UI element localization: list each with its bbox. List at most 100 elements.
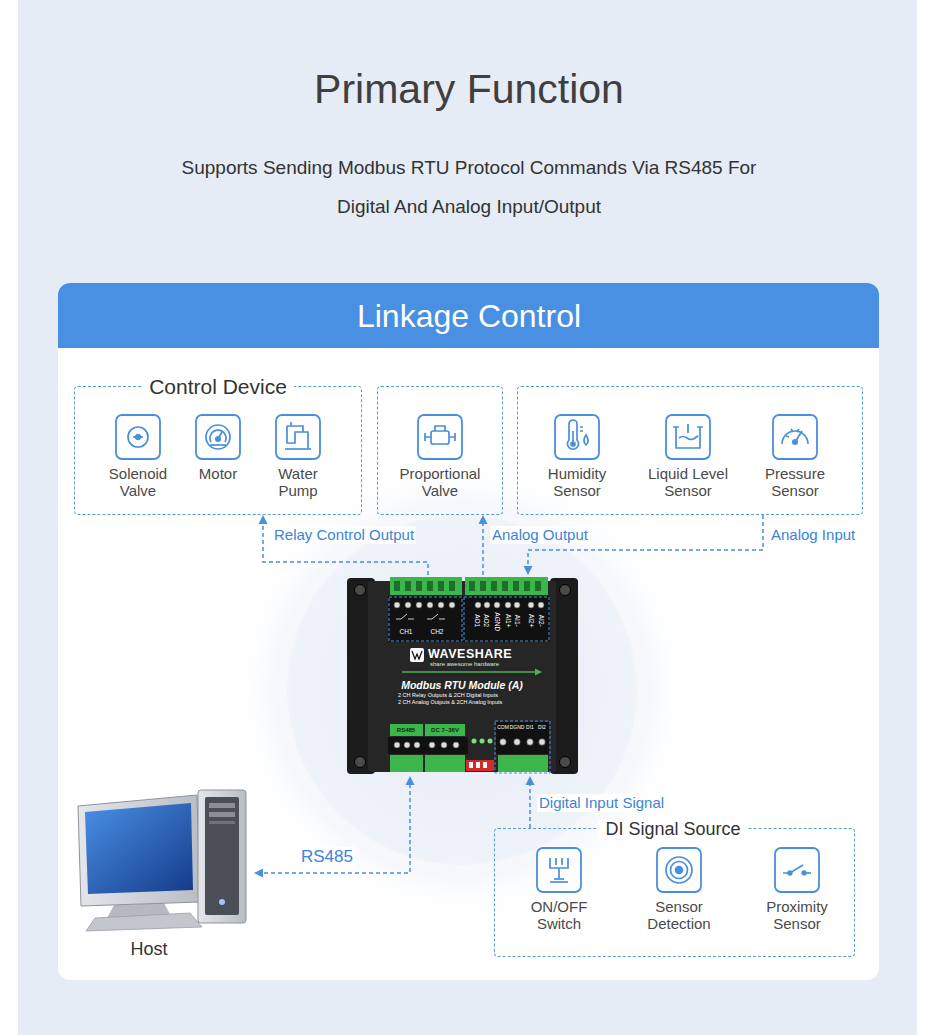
band-title: Linkage Control — [357, 298, 581, 335]
text-holder: AI1- — [513, 615, 520, 627]
on-off-switch-icon-part — [537, 848, 581, 892]
modbus-module-part — [483, 762, 487, 768]
connector — [259, 515, 429, 575]
host-computer-part — [209, 803, 235, 808]
modbus-module-part — [535, 669, 542, 676]
connector-line — [263, 523, 428, 575]
modbus-module-part-part — [505, 602, 511, 608]
connector-line — [262, 784, 410, 873]
modbus-module-part — [368, 581, 556, 772]
modbus-module-part — [476, 762, 480, 768]
on-off-switch-icon-part — [556, 858, 562, 865]
module-spec: 2 CH Analog Outputs & 2CH Analog Inputs — [398, 699, 502, 705]
on-off-switch-icon-part — [554, 878, 564, 880]
text-holder: Analog Output — [490, 526, 590, 543]
host-computer — [78, 790, 246, 931]
humidity-sensor-icon — [555, 415, 599, 459]
device-item: Solenoid Valve — [97, 413, 179, 510]
modbus-module-part — [480, 739, 485, 744]
sensor-detection-icon-part — [666, 857, 692, 883]
modbus-module-part-part — [449, 581, 455, 591]
modbus-module-part-part — [513, 581, 519, 591]
device-label: ON/OFF Switch — [518, 898, 600, 932]
solenoid-valve-icon-part — [133, 436, 143, 438]
host-computer-part — [209, 821, 235, 824]
arrowhead — [526, 776, 535, 785]
modbus-module-part — [500, 739, 545, 745]
modbus-module-part — [355, 757, 366, 768]
device-item: Liquid Level Sensor — [635, 413, 741, 510]
host-computer-part — [78, 795, 200, 906]
on-off-switch-icon-part — [558, 868, 560, 879]
host-label: Host — [130, 939, 167, 960]
modbus-module-part-part — [491, 581, 497, 591]
proximity-sensor-icon-part — [804, 872, 811, 874]
pin-label: AI2+ — [527, 614, 534, 628]
text-holder: DI Signal Source — [598, 819, 747, 840]
text-holder: AI1+ — [504, 614, 511, 628]
modbus-module — [347, 577, 578, 774]
text-holder: 2 CH Analog Outputs & 2CH Analog Inputs — [398, 699, 502, 705]
modbus-module-part — [388, 737, 468, 754]
connector — [254, 776, 415, 878]
group-box: Humidity SensorLiquid Level SensorPressu… — [517, 386, 863, 515]
pin-label: AO2 — [483, 614, 490, 627]
glow-part — [282, 510, 642, 870]
liquid-level-sensor-icon-part — [687, 424, 689, 433]
modbus-module-part-part — [480, 581, 486, 591]
connector-line — [482, 523, 484, 575]
brand-slogan: share awesome hardware — [430, 661, 499, 668]
modbus-module-part — [347, 578, 375, 774]
host-computer-part — [219, 899, 225, 905]
modbus-module-part — [488, 739, 493, 744]
modbus-module-part-part — [500, 739, 506, 745]
device-label: Proportional Valve — [390, 465, 490, 499]
arrowhead — [406, 776, 415, 785]
text-holder: Analog Input — [769, 526, 857, 543]
text-holder: AGND — [493, 613, 500, 632]
device-label: Proximity Sensor — [753, 898, 841, 932]
group-heading: DI Signal Source — [598, 819, 747, 840]
modbus-module-part — [466, 760, 494, 771]
modbus-module-part-part — [502, 581, 508, 591]
pin-label: AI1- — [513, 615, 520, 627]
modbus-module-part — [390, 724, 423, 736]
pin-label: AI2- — [537, 615, 544, 627]
modbus-module-part — [402, 671, 535, 673]
modbus-module-part-part — [414, 742, 420, 748]
text-holder: ON/OFF Switch — [518, 898, 600, 932]
modbus-module-part — [388, 596, 550, 642]
modbus-module-part — [412, 651, 422, 659]
water-pump-icon — [276, 415, 320, 459]
modbus-module-part-part — [438, 581, 444, 591]
pressure-sensor-icon-part — [795, 431, 802, 442]
modbus-module-part-part — [404, 742, 410, 748]
proximity-sensor-icon-part — [802, 871, 806, 875]
text-holder: Host — [130, 939, 167, 960]
modbus-module-part — [410, 648, 424, 662]
text-holder: WAVESHARE — [428, 647, 512, 661]
motor-icon-part — [216, 437, 220, 441]
arrowhead — [254, 869, 263, 878]
connector — [524, 515, 764, 575]
water-pump-icon-part — [287, 426, 308, 448]
water-pump-icon-part — [285, 448, 311, 450]
connector — [526, 776, 535, 828]
humidity-sensor-icon-part — [584, 435, 588, 445]
device-label: Liquid Level Sensor — [638, 465, 738, 499]
modbus-module-part-part — [441, 742, 447, 748]
text-holder: AI2- — [537, 615, 544, 627]
modbus-module-part-part — [494, 602, 500, 608]
device-item: Pressure Sensor — [750, 413, 840, 510]
modbus-module-part — [355, 585, 366, 596]
text-holder: Linkage Control — [357, 298, 581, 335]
text-holder: DI2 — [538, 725, 546, 731]
humidity-sensor-icon-part — [555, 415, 599, 459]
modbus-module-part-part — [416, 602, 422, 608]
liquid-level-sensor-icon — [666, 415, 710, 459]
text-holder: Proximity Sensor — [753, 898, 841, 932]
modbus-module-part — [496, 722, 549, 754]
pin-label: CH1 — [399, 628, 412, 635]
